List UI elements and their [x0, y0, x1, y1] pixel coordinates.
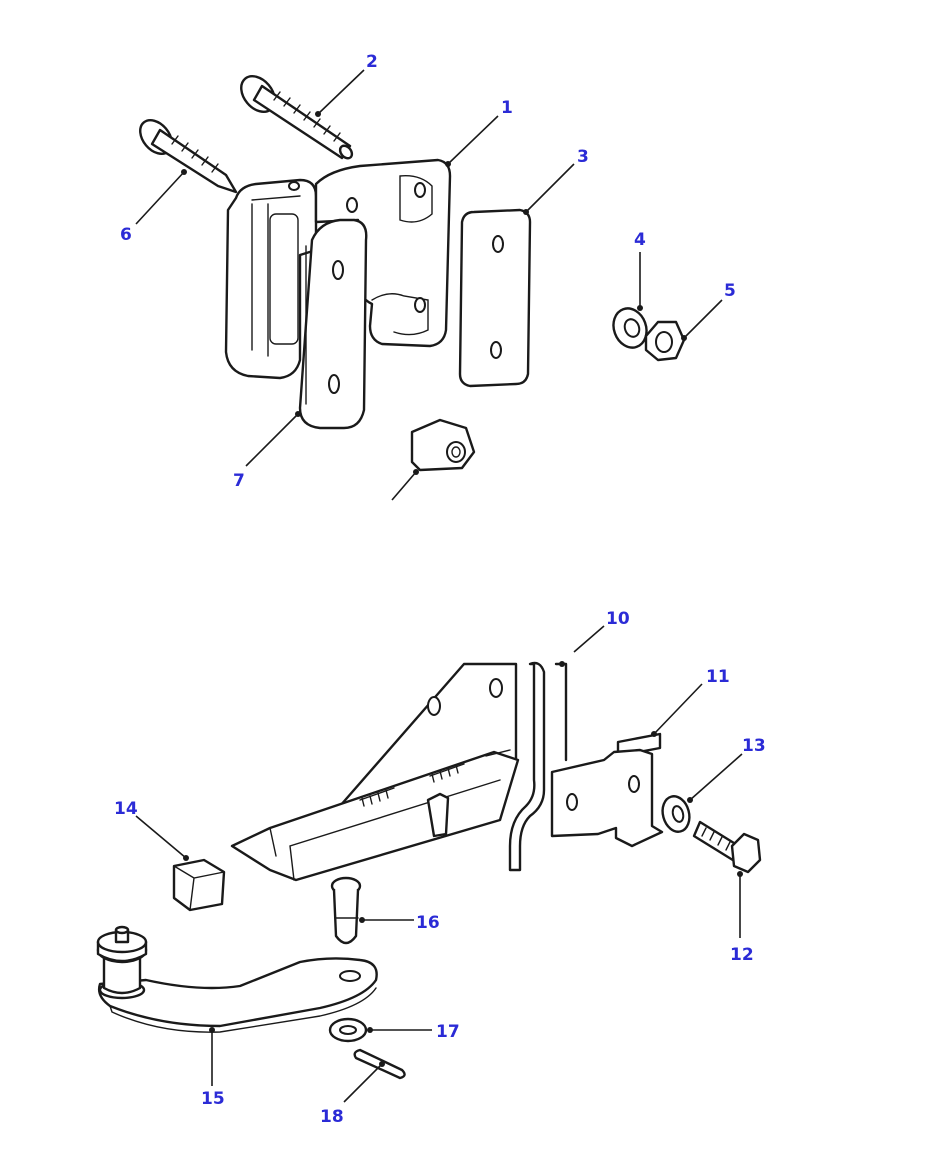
- callout-16: 16: [416, 913, 440, 933]
- lower-leaders: [135, 625, 743, 1103]
- callout-3: 3: [577, 147, 589, 167]
- callout-6: 6: [120, 225, 132, 245]
- callout-15: 15: [201, 1089, 225, 1109]
- callout-13: 13: [742, 736, 766, 756]
- part-14-block: [172, 858, 226, 912]
- callout-17: 17: [436, 1022, 460, 1042]
- callout-5: 5: [724, 281, 736, 301]
- callout-10: 10: [606, 609, 630, 629]
- part-12-bolt: [692, 820, 762, 874]
- part-10-frame: [230, 661, 568, 882]
- part-16-pin: [330, 876, 362, 945]
- upper-leaders: [135, 69, 723, 501]
- callout-11: 11: [706, 667, 730, 687]
- callout-7: 7: [233, 471, 245, 491]
- callout-4: 4: [634, 230, 646, 250]
- part-3-plate: [458, 208, 532, 388]
- part-5-nut: [644, 320, 686, 362]
- part-4-washer: [612, 307, 648, 349]
- callout-18: 18: [320, 1107, 344, 1127]
- callout-2: 2: [366, 52, 378, 72]
- part-2-screw: [240, 75, 354, 160]
- callout-14: 14: [114, 799, 138, 819]
- callout-12: 12: [730, 945, 754, 965]
- part-17-washer: [328, 1017, 368, 1043]
- part-11-bracket: [550, 732, 664, 848]
- callout-1: 1: [501, 98, 513, 118]
- part-1-hinge-body: [224, 158, 452, 380]
- part-7-plate: [298, 218, 368, 430]
- part-15-arm: [96, 925, 378, 1033]
- part-6-screw: [139, 119, 238, 194]
- clip-nut: [410, 418, 476, 472]
- part-13-washer: [661, 795, 691, 833]
